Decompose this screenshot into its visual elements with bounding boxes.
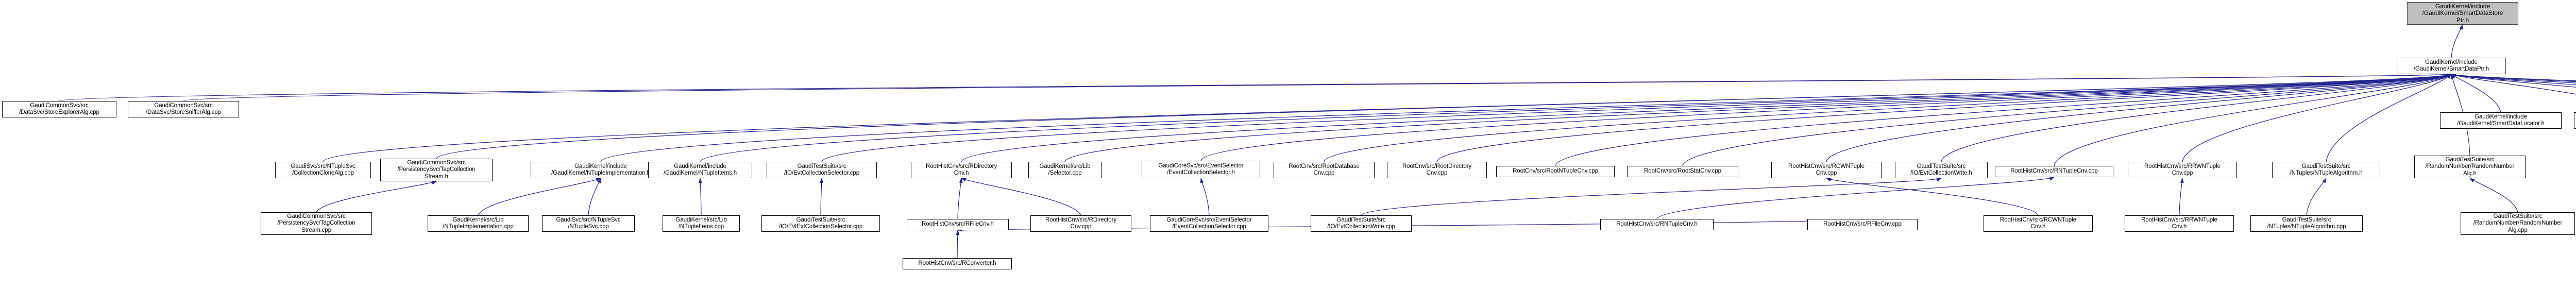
dependency-edge — [961, 178, 1081, 216]
dependency-edge — [2451, 74, 2501, 113]
dependency-edge — [700, 74, 2452, 162]
graph-node[interactable]: RootHistCnv/src/RFileCnv.cpp — [1807, 219, 1918, 230]
dependency-edge — [1436, 74, 2452, 162]
graph-node[interactable]: GaudiSvc/src/NTupleSvc /NTupleSvc.cpp — [542, 215, 635, 232]
dependency-edge — [1682, 74, 2452, 166]
graph-node[interactable]: RootHistCnv/src/RDirectory Cnv.cpp — [1030, 215, 1131, 232]
dependency-edge — [1826, 178, 2039, 216]
dependency-edge — [588, 178, 601, 216]
graph-node[interactable]: GaudiTestSuite/src /RandomNumber/RandomN… — [2461, 212, 2575, 235]
dependency-edge — [2306, 178, 2327, 216]
graph-node[interactable]: GaudiKernel/include /GaudiKernel/SmartDa… — [2397, 58, 2506, 74]
dependency-edge — [2182, 74, 2452, 162]
graph-node[interactable]: RootCnv/src/RootDirectory Cnv.cpp — [1387, 162, 1487, 178]
dependency-edge — [183, 73, 2452, 101]
graph-node[interactable]: RootCnv/src/RootDatabase Cnv.cpp — [1274, 162, 1375, 178]
graph-node[interactable]: RootHistCnv/src/RCWNTuple Cnv.h — [1984, 215, 2093, 232]
graph-node[interactable]: GaudiKernel/src/Lib /NTupleImplementatio… — [428, 215, 529, 232]
dependency-edge — [1941, 74, 2452, 162]
dependency-edge — [1200, 178, 1210, 216]
graph-node[interactable]: RootHistCnv/src/RFileCnv.h — [907, 219, 1009, 230]
dependency-edge — [2451, 74, 2576, 81]
graph-node[interactable]: RootHistCnv/src/RDirectory Cnv.h — [911, 162, 1012, 178]
graph-node[interactable]: GaudiTestSuite/src /RandomNumber/RandomN… — [2414, 156, 2526, 178]
graph-node[interactable]: GaudiTestSuite/src /IO/EvtCollectionWrit… — [1311, 215, 1412, 232]
dependency-edge — [2451, 24, 2463, 58]
dependency-edge — [1826, 74, 2452, 162]
graph-root-node[interactable]: GaudiKernel/include /GaudiKernel/SmartDa… — [2407, 2, 2518, 25]
dependency-edge — [436, 74, 2452, 159]
graph-node[interactable]: GaudiTestSuite/src /Histograms/HistoAlgo… — [2574, 112, 2576, 129]
graph-node[interactable]: GaudiKernel/src/Lib /NTupleItems.cpp — [663, 215, 740, 232]
graph-node[interactable]: RootCnv/src/RootNTupleCnv.cpp — [1496, 166, 1615, 177]
dependency-edge — [961, 74, 2452, 162]
graph-node[interactable]: GaudiCoreSvc/src/EventSelector /EventCol… — [1150, 215, 1268, 232]
graph-node[interactable]: GaudiTestSuite/src /IO/EvtCollectionWrit… — [1895, 162, 1988, 178]
graph-node[interactable]: GaudiTestSuite/src /IO/EvtCollectionSele… — [767, 162, 877, 178]
graph-node[interactable]: GaudiCommonSvc/src /DataSvc/StoreExplore… — [2, 101, 116, 117]
dependency-edge — [316, 181, 437, 213]
graph-node[interactable]: RootHistCnv/src/RRWNTuple Cnv.cpp — [2128, 162, 2237, 178]
dependency-edge — [2326, 74, 2452, 162]
dependency-edge — [2054, 74, 2452, 166]
dependency-edge — [820, 178, 824, 216]
dependency-edge — [821, 74, 2452, 162]
dependency-edge — [1324, 74, 2452, 162]
dependency-edge — [2179, 178, 2184, 216]
dependency-edge — [323, 74, 2452, 162]
graph-node[interactable]: RootHistCnv/src/RConverter.h — [903, 258, 1012, 269]
dependency-edge — [2451, 74, 2576, 82]
graph-node[interactable]: RootHistCnv/src/RRWNTuple Cnv.h — [2125, 215, 2234, 232]
dependency-edge — [1200, 74, 2452, 161]
dependency-edge — [2451, 74, 2576, 81]
graph-node[interactable]: RootHistCnv/src/RCWNTuple Cnv.cpp — [1771, 162, 1882, 178]
dependency-edge — [956, 230, 960, 259]
graph-node[interactable]: GaudiCommonSvc/src /DataSvc/StoreSniffer… — [128, 101, 239, 117]
graph-node[interactable]: RootCnv/src/RootStatCnv.cpp — [1627, 166, 1738, 177]
dependency-edge — [2451, 74, 2576, 86]
graph-node[interactable]: GaudiKernel/src/Lib /Selector.cpp — [1028, 162, 1101, 178]
dependency-edge — [2451, 74, 2576, 83]
dependency-edge — [59, 73, 2452, 101]
graph-node[interactable]: GaudiCommonSvc/src /PersistencySvc/TagCo… — [261, 212, 372, 235]
graph-node[interactable]: GaudiSvc/src/NTupleSvc /CollectionCloneA… — [275, 162, 371, 178]
graph-node[interactable]: RootHistCnv/src/RNTupleCnv.h — [1600, 219, 1714, 230]
graph-node[interactable]: GaudiKernel/include /GaudiKernel/SmartDa… — [2440, 112, 2562, 129]
dependency-edge — [1656, 177, 2055, 219]
dependency-edge — [1361, 178, 1942, 216]
graph-node[interactable]: GaudiTestSuite/src /NTuples/NTupleAlgori… — [2250, 215, 2363, 232]
dependency-edge — [957, 178, 963, 219]
dependency-edge — [698, 178, 702, 216]
dependency-edge — [1064, 74, 2452, 162]
dependency-edge — [478, 178, 601, 216]
dependency-edge — [600, 74, 2452, 162]
graph-node[interactable]: GaudiTestSuite/src /NTuples/NTupleAlgori… — [2272, 162, 2380, 178]
graph-node[interactable]: RootHistCnv/src/RNTupleCnv.cpp — [1995, 166, 2113, 177]
dependency-edge — [2469, 178, 2518, 213]
graph-node[interactable]: GaudiKernel/include /GaudiKernel/NTupleI… — [531, 162, 671, 178]
graph-node[interactable]: GaudiCoreSvc/src/EventSelector /EventCol… — [1142, 161, 1260, 178]
graph-node[interactable]: GaudiTestSuite/src /IO/EvtExtCollectionS… — [761, 215, 880, 232]
dependency-edge — [2451, 74, 2576, 88]
dependency-edge — [2451, 74, 2576, 95]
graph-node[interactable]: GaudiCommonSvc/src /PersistencySvc/TagCo… — [380, 159, 493, 181]
graph-node[interactable]: GaudiKernel/include /GaudiKernel/NTupleI… — [648, 162, 752, 178]
dependency-edge — [1555, 74, 2452, 166]
